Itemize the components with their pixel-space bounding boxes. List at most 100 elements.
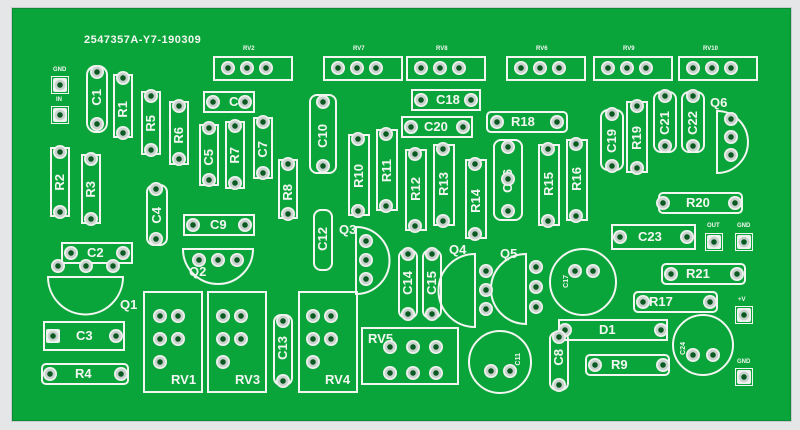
rv5-outline <box>361 327 459 385</box>
solder-pad <box>425 247 439 261</box>
solder-pad <box>433 61 447 75</box>
solder-pad <box>238 218 252 232</box>
solder-pad <box>171 309 185 323</box>
solder-pad <box>306 355 320 369</box>
solder-pad <box>686 139 700 153</box>
solder-pad <box>234 309 248 323</box>
gnd-label-in: GND <box>53 67 67 73</box>
c14-label: C14 <box>400 271 415 295</box>
solder-pad <box>705 61 719 75</box>
rv2-header <box>213 56 293 81</box>
solder-pad <box>114 367 128 381</box>
r17-label: R17 <box>649 294 673 309</box>
solder-pad <box>479 264 493 278</box>
solder-pad <box>316 159 330 173</box>
solder-pad <box>601 61 615 75</box>
c23-outline <box>611 224 696 250</box>
solder-pad <box>51 259 65 273</box>
rv8-header <box>406 56 486 81</box>
r14-label: R14 <box>468 189 483 213</box>
solder-pad <box>216 355 230 369</box>
c5-label: C5 <box>201 149 216 166</box>
gnd-in-pad-box <box>51 76 69 94</box>
c12-label: C12 <box>315 227 330 251</box>
solder-pad <box>529 260 543 274</box>
solder-pad <box>630 99 644 113</box>
solder-pad <box>350 61 364 75</box>
solder-pad <box>552 330 566 344</box>
r10-label: R10 <box>351 164 366 188</box>
c2-label: C2 <box>87 245 104 260</box>
solder-pad <box>436 142 450 156</box>
q2-outline <box>181 248 255 285</box>
solder-pad <box>153 355 167 369</box>
solder-pad <box>484 364 498 378</box>
solder-pad <box>383 366 397 380</box>
board-id: 2547357A-Y7-190309 <box>84 34 202 46</box>
solder-pad <box>351 132 365 146</box>
solder-pad <box>605 159 619 173</box>
solder-pad <box>379 199 393 213</box>
solder-pad <box>686 348 700 362</box>
solder-pad <box>707 235 721 249</box>
solder-pad <box>276 374 290 388</box>
solder-pad <box>724 112 738 126</box>
c17-outline <box>549 248 617 316</box>
solder-pad <box>737 235 751 249</box>
c20-label: C20 <box>424 119 448 134</box>
solder-pad <box>414 61 428 75</box>
solder-pad <box>737 370 751 384</box>
v-pad-box <box>735 306 753 324</box>
r2-label: R2 <box>52 174 67 191</box>
solder-pad <box>529 300 543 314</box>
solder-pad <box>43 367 57 381</box>
solder-pad <box>216 309 230 323</box>
rv9-header <box>593 56 673 81</box>
solder-pad <box>490 115 504 129</box>
c11-label: C11 <box>515 353 522 366</box>
v-label: +V <box>738 297 746 303</box>
solder-pad <box>730 267 744 281</box>
solder-pad <box>452 61 466 75</box>
solder-pad <box>316 95 330 109</box>
gnd-label-pwr: GND <box>737 359 751 365</box>
solder-pad <box>216 332 230 346</box>
solder-pad <box>658 89 672 103</box>
r20-label: R20 <box>686 195 710 210</box>
out-label: OUT <box>707 223 720 229</box>
gnd-label-out: GND <box>737 223 751 229</box>
c24-outline <box>672 314 734 376</box>
r15-label: R15 <box>541 172 556 196</box>
solder-pad <box>84 212 98 226</box>
q4-outline <box>437 252 476 329</box>
c8-label: C8 <box>551 349 566 366</box>
in-pad-box <box>51 106 69 124</box>
rv10-label: RV10 <box>703 46 718 52</box>
solder-pad <box>703 295 717 309</box>
r18-label: R18 <box>511 114 535 129</box>
r4-outline <box>41 363 129 385</box>
solder-pad <box>425 307 439 321</box>
c20-outline <box>401 116 473 138</box>
solder-pad <box>306 332 320 346</box>
solder-pad <box>186 218 200 232</box>
solder-pad <box>541 142 555 156</box>
rv1-outline <box>143 291 203 393</box>
solder-pad <box>171 332 185 346</box>
solder-pad <box>359 272 373 286</box>
r21-outline <box>661 263 746 285</box>
q1-label: Q1 <box>120 297 138 312</box>
c10-label: C10 <box>315 124 330 148</box>
q5-outline <box>490 252 527 326</box>
solder-pad <box>221 61 235 75</box>
solder-pad <box>568 264 582 278</box>
solder-pad <box>569 209 583 223</box>
c4-label: C4 <box>149 207 164 224</box>
solder-pad <box>468 157 482 171</box>
solder-pad <box>276 314 290 328</box>
c17-label: C17 <box>563 275 570 288</box>
r11-label: R11 <box>379 159 394 183</box>
c18-outline <box>411 89 481 111</box>
solder-pad <box>429 340 443 354</box>
q3-label: Q3 <box>339 222 357 237</box>
